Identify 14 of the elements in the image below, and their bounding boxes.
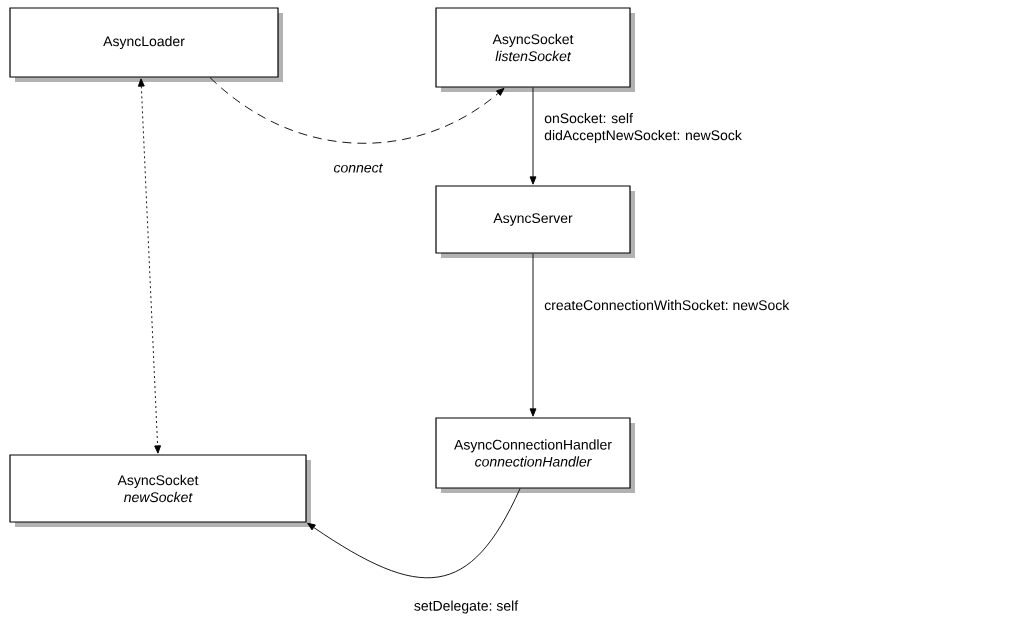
arrow: [137, 78, 161, 454]
arrow: [209, 77, 505, 144]
class-box: AsyncSocket newSocket: [9, 454, 311, 527]
arrow: [529, 253, 537, 417]
edge-label: createConnectionWithSocket: newSock: [543, 298, 791, 312]
arrow: [529, 87, 537, 185]
class-box: AsyncServer: [435, 185, 635, 258]
edge-label: setDelegate: self: [412, 599, 520, 615]
edge-label: onSocket: self didAcceptNewSocket: newSock: [543, 112, 746, 145]
class-box: AsyncSocket listenSocket: [435, 7, 635, 92]
class-box: AsyncLoader: [9, 7, 283, 82]
class-box: AsyncConnectionHandler connectionHandler: [435, 417, 635, 493]
arrow: [307, 488, 521, 579]
edge-label: connect: [332, 162, 384, 174]
